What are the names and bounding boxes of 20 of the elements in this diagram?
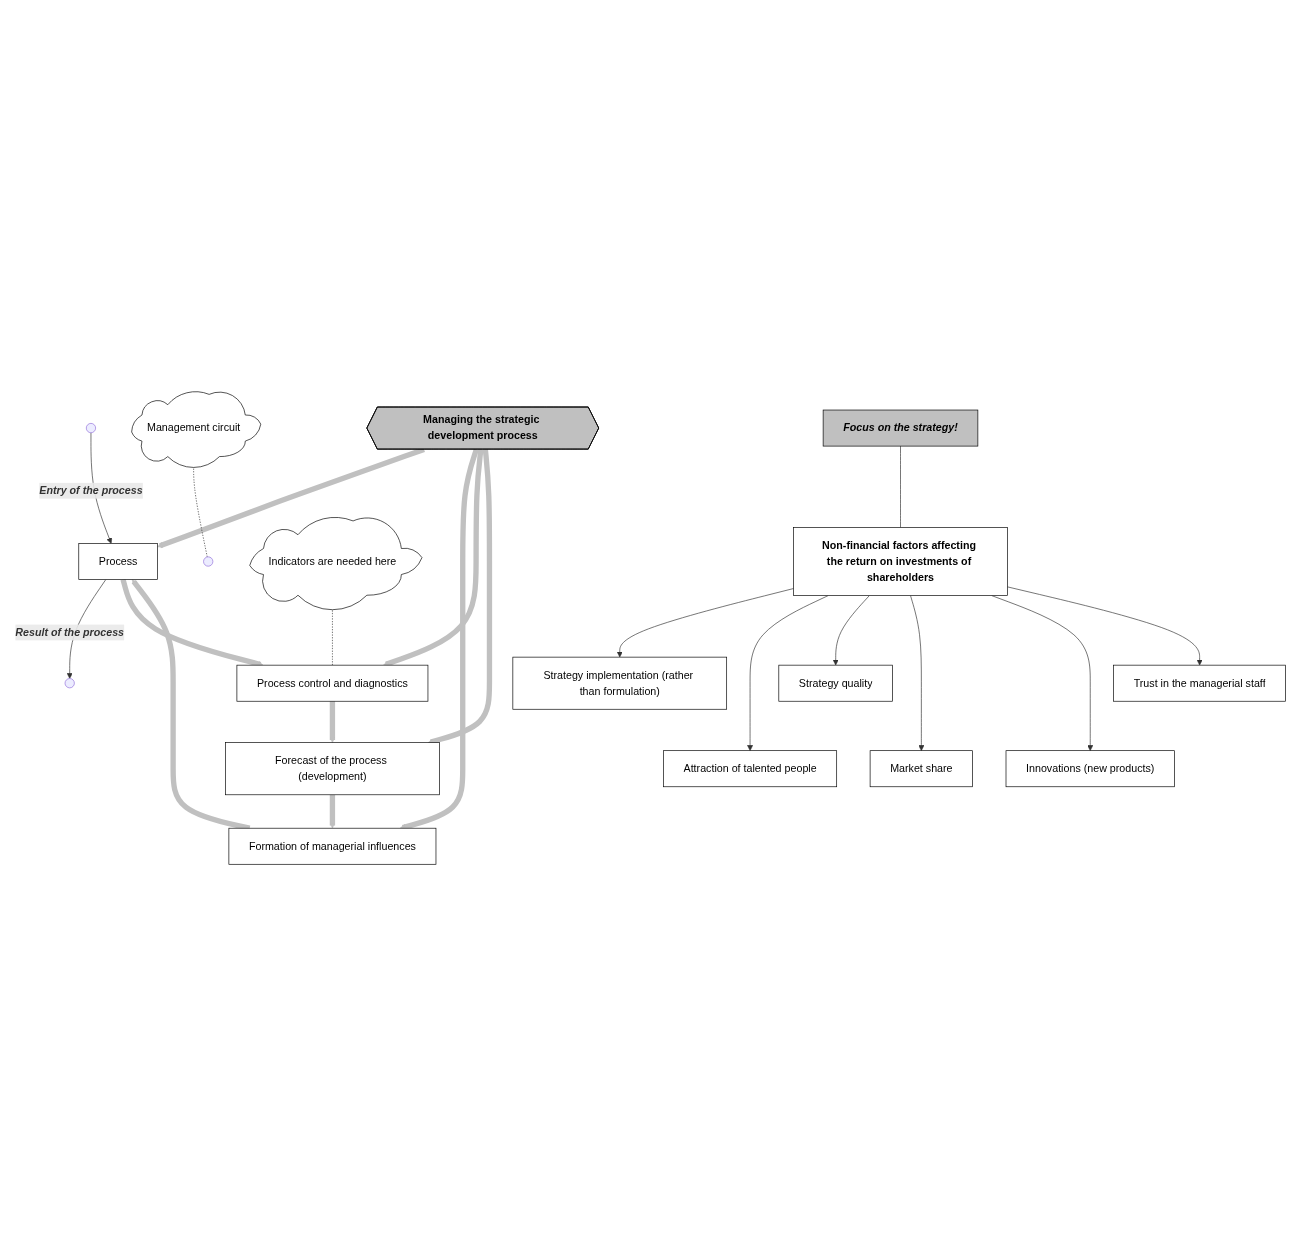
process-box: Trust in the managerial staff — [1113, 664, 1286, 702]
process-box: Strategy implementation (rather than formulation) — [512, 656, 727, 710]
arrow — [427, 449, 493, 745]
process-box: Process control and diagnostics — [236, 664, 429, 702]
process-box: Strategy quality — [778, 664, 893, 702]
thought-cloud: Management circuit — [131, 391, 262, 468]
process-box: Attraction of talented people — [663, 750, 838, 788]
process-box: Market share — [869, 750, 973, 788]
process-box: Non-financial factors affecting the return on investments of shareholders — [793, 527, 1008, 596]
arrow — [383, 449, 484, 667]
connector-line — [900, 445, 901, 528]
process-box: Innovations (new products) — [1005, 750, 1175, 788]
arrow — [329, 794, 336, 829]
process-box: Forecast of the process (development) — [225, 742, 440, 796]
callout-box: Focus on the strategy! — [822, 409, 979, 447]
process-box: Process — [78, 543, 158, 580]
four-way-arrow-shape: Managing the strategic development process — [366, 406, 600, 450]
process-box: Formation of managerial influences — [228, 827, 437, 865]
thought-cloud: Indicators are needed here — [249, 517, 423, 610]
arrow — [329, 701, 336, 743]
